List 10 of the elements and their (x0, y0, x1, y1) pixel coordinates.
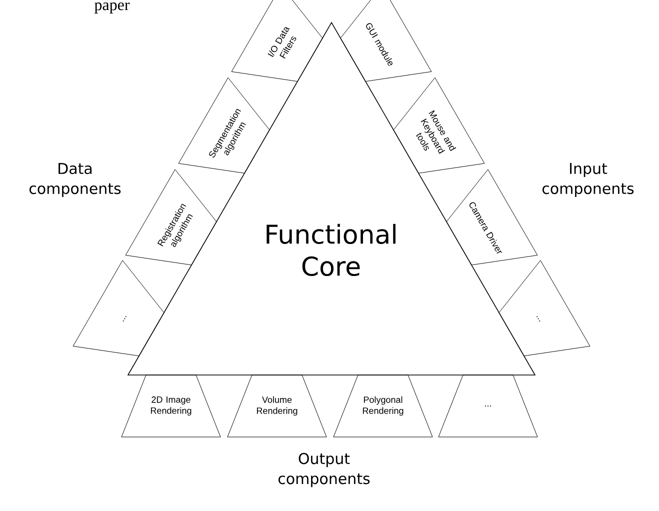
component-trapezoid: Polygonal Rendering (333, 374, 433, 438)
component-trapezoid: 2D Image Rendering (121, 374, 221, 438)
component-trapezoid: Volume Rendering (227, 374, 327, 438)
group-label: Input components (542, 162, 634, 198)
group-label: Output components (278, 452, 370, 488)
component-trapezoid: ... (72, 260, 164, 356)
paper-text: paper (94, 2, 130, 14)
group-label: Data components (30, 162, 121, 198)
component-trapezoid: ... (498, 260, 590, 356)
component-trapezoid: ... (438, 374, 538, 438)
